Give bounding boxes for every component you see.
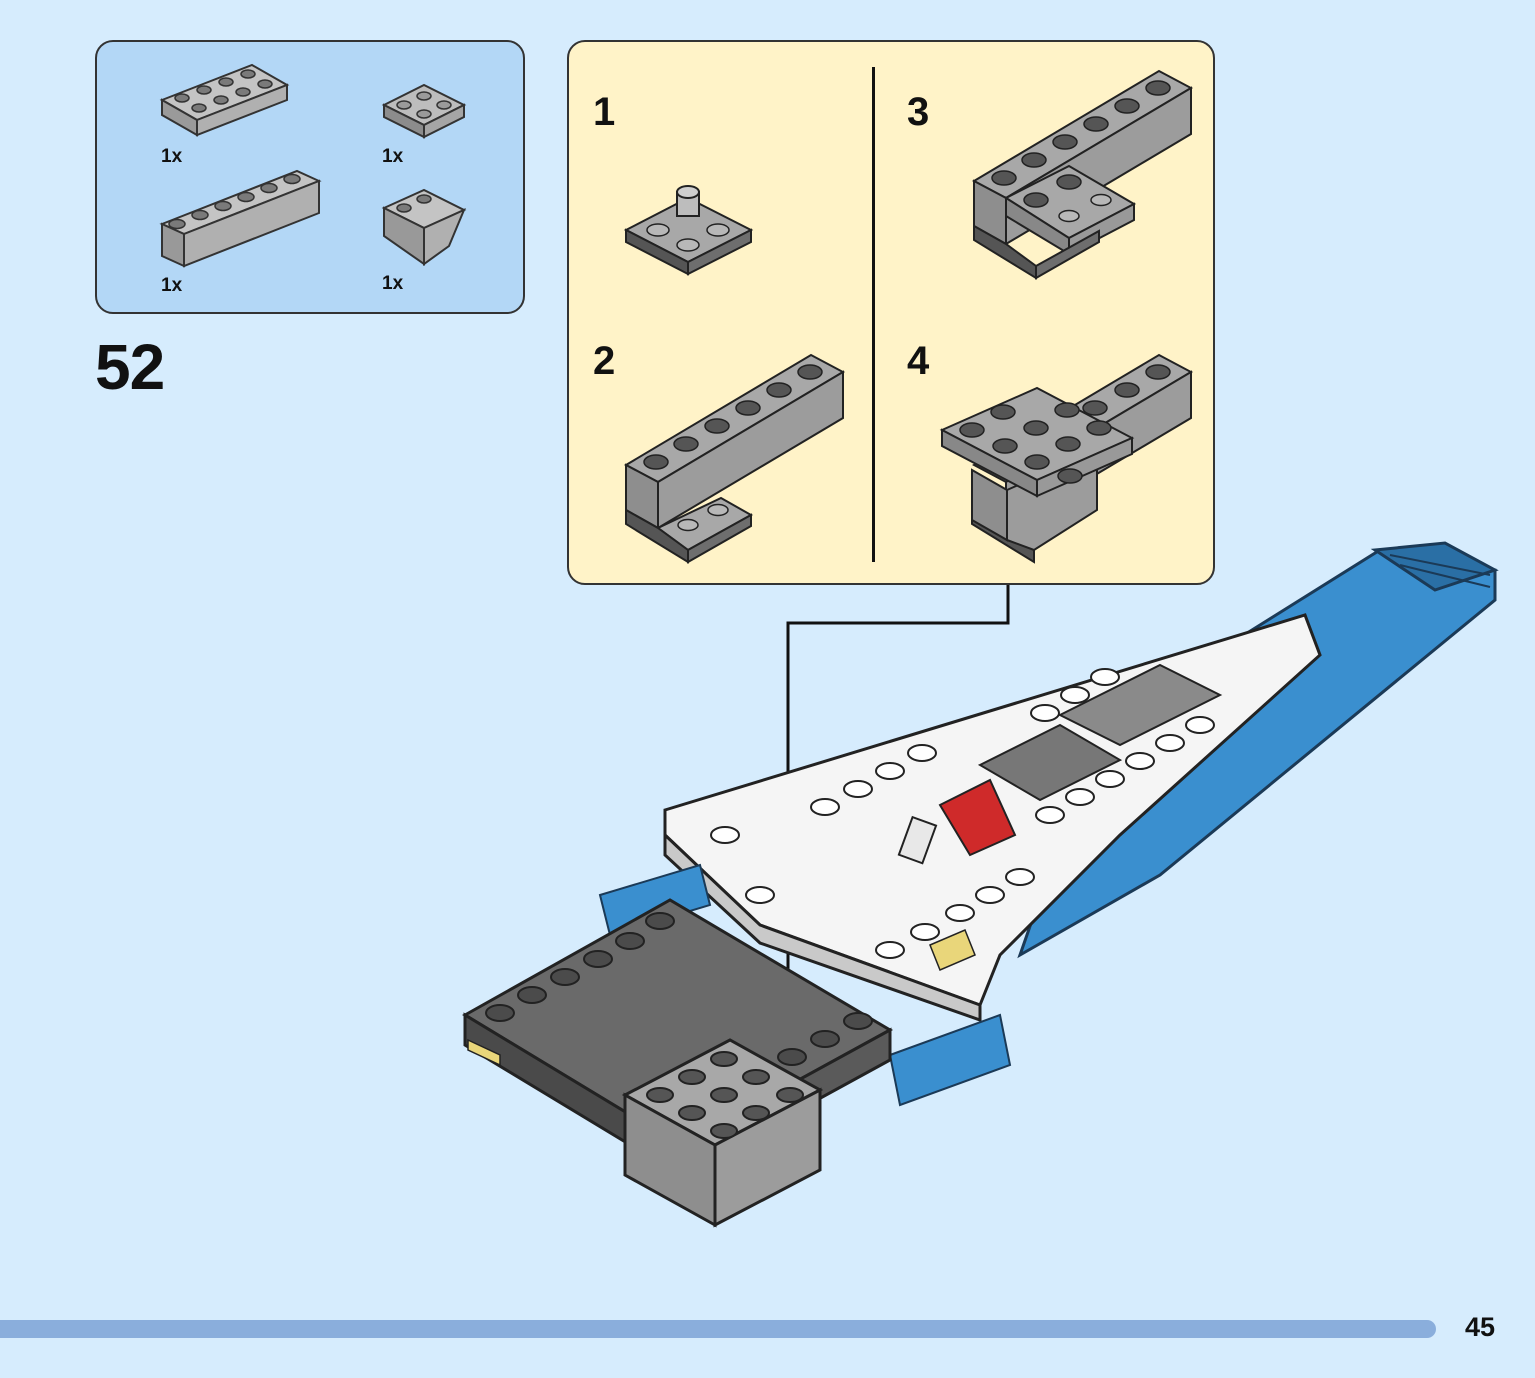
part-qty: 1x (161, 146, 183, 167)
part-qty: 1x (161, 275, 183, 296)
plate-2x2-jumper-icon (381, 83, 467, 139)
substep-4-figure (939, 353, 1194, 564)
substep-number: 4 (907, 339, 930, 383)
substep-2-figure (623, 353, 846, 564)
part-qty: 1x (382, 273, 404, 294)
substep-number: 3 (907, 90, 930, 134)
substep-number: 2 (593, 339, 616, 383)
substep-1-figure (623, 185, 754, 276)
substep-panel: 1 2 3 4 (567, 40, 1215, 585)
step-number: 52 (95, 331, 165, 403)
plate-2x4-icon (159, 63, 290, 137)
substep-number: 1 (593, 90, 616, 134)
slope-inverted-icon (381, 188, 467, 266)
jet-model-illustration (462, 541, 1499, 1228)
part-qty: 1x (382, 146, 404, 167)
page-number: 45 (1464, 1312, 1495, 1342)
brick-1x6-icon (159, 169, 322, 268)
page-bar (0, 1320, 1436, 1338)
parts-list-panel: 1x 1x 1x 1x (95, 40, 525, 314)
substep-3-figure (971, 69, 1194, 280)
substep-divider (872, 67, 875, 562)
